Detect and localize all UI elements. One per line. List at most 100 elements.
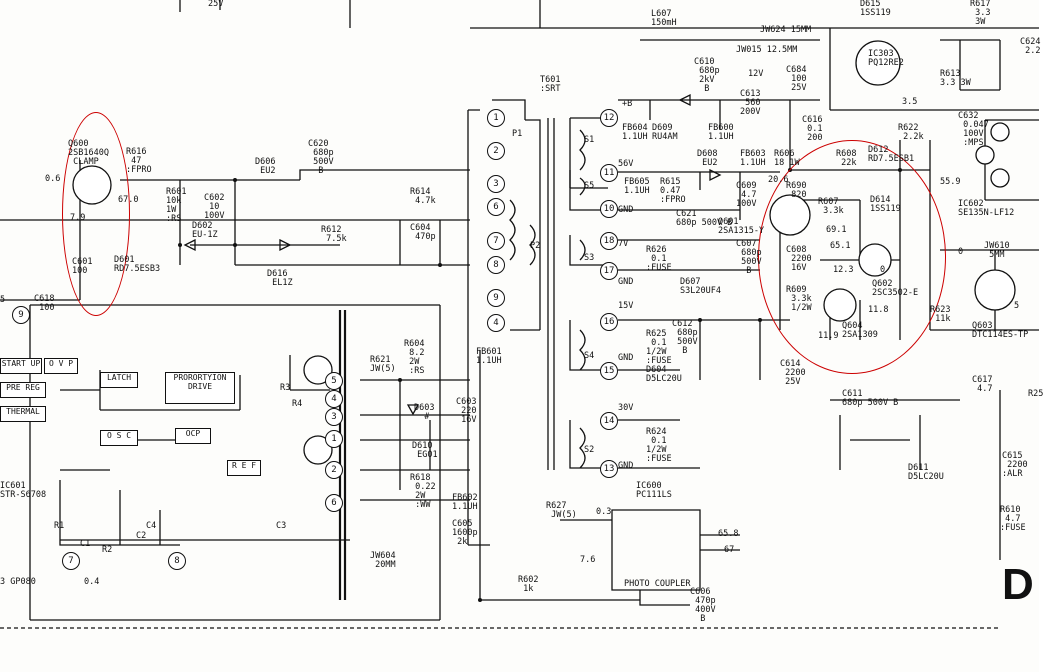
label-gp080: 3 GP080 [0,577,36,587]
label-ic600-v3: 67 [724,545,735,555]
label-gnd-15: GND [618,353,634,363]
label-q603-v: 5 [1014,301,1020,311]
label-t601: T601 :SRT [540,75,561,94]
label-r613: R613 3.3 3W [940,69,971,88]
label-q601-v: 20.6 [768,175,789,185]
latch-block: LATCH [100,372,138,388]
label-d612: D612 RD7.5ESB1 [868,145,915,164]
label-30v: 30V [618,403,634,413]
label-r615: R615 0.47 :FPRO [660,177,686,205]
label-d609: D609 RU4AM [652,123,678,142]
transformer-pin-2: 2 [487,142,505,160]
transformer-pin-8: 8 [487,256,505,274]
label-c609: C609 4.7 100V [736,181,757,209]
label-d601: D601 RD7.5ESB3 [114,255,161,274]
transformer-pin-13: 13 [600,460,618,478]
highlight-ellipse-protection [758,140,946,374]
label-v559: 55.9 [940,177,961,187]
label-r621: R621 JW(5) [370,355,396,374]
label-c624: C624 2.2 [1020,37,1041,56]
label-r1: R1 [54,521,65,531]
label-r602: R602 1k [518,575,539,594]
label-c602: C602 10 100V [204,193,225,221]
label-r627: R627 JW(5) [546,501,577,520]
label-d603: D603 # [414,403,435,422]
proportion-label: PRORORTYION [173,373,227,382]
transformer-pin-3: 3 [487,175,505,193]
label-r612: R612 7.5k [321,225,347,244]
label-p1: P1 [512,129,523,139]
label-c617: C617 4.7 [972,375,993,394]
label-s5: S5 [584,181,595,191]
label-r601: R601 10k 1W :RS [166,187,187,224]
drive-label: DRIVE [187,382,213,391]
ic601-pin-5: 5 [325,372,343,390]
label-q600-v: 0.6 [45,174,61,184]
label-c604: C604 470p [410,223,436,242]
label-ic602: IC602 SE135N-LF12 [958,199,1015,218]
label-c620: C620 680p 500V B [308,139,334,176]
label-c632: C632 0.047 100V :MPS [958,111,989,148]
label-r622: R622 2.2k [898,123,924,142]
label-r4: R4 [292,399,303,409]
transformer-pin-10: 10 [600,200,618,218]
ic601-pin-1: 1 [325,430,343,448]
ic601-pin-7: 7 [62,552,80,570]
label-d614: D614 1SS119 [870,195,901,214]
label-r616-v: 67.0 [118,195,139,205]
label-c610: C610 680p 2kV B [694,57,720,94]
label-d604: D604 D5LC20U [646,365,682,384]
label-ic601-v: 0.4 [84,577,100,587]
highlight-ellipse-clamp [62,112,130,316]
label-fb601: FB601 1.1UH [476,347,502,366]
transformer-pin-15: 15 [600,362,618,380]
label-q603-0: 0 [958,247,964,257]
label-d602: D602 EU-1Z [192,221,218,240]
label-r690: R690 820 [786,181,807,200]
label-r614: R614 4.7k [410,187,436,206]
ic601-pin-9: 9 [12,306,30,324]
label-q602-v4: 0 [880,265,886,275]
label-r25: R25 [1028,389,1043,399]
transformer-pin-1: 1 [487,109,505,127]
label-r608: R608 22k [836,149,857,168]
label-q602-v3: 12.3 [833,265,854,275]
label-ic303: IC303 PQ12RE2 [868,49,904,68]
label-c616: C616 0.1 200 [802,115,823,143]
label-r626: R626 0.1 :FUSE [646,245,672,273]
label-d615: D615 1SS119 [860,0,891,18]
label-s1: S1 [584,135,595,145]
label-c603: C603 220 16V [456,397,477,425]
transformer-pin-14: 14 [600,412,618,430]
transformer-pin-9: 9 [487,289,505,307]
label-ic600-v4: 7.6 [580,555,596,565]
label-jw015: JW015 12.5MM [736,45,798,55]
label-c608: C608 2200 16V [786,245,812,273]
ic601-pin-4: 4 [325,390,343,408]
label-b-plus: +B [622,99,633,109]
label-s3: S3 [584,253,595,263]
ic601-pin-8: 8 [168,552,186,570]
label-fb602: FB602 1.1UH [452,493,478,512]
label-d616: D616 EL1Z [267,269,293,288]
label-photo-coupler: PHOTO COUPLER [624,579,691,589]
label-c2: C2 [136,531,147,541]
label-left-v: 5 [0,295,6,305]
label-r618: R618 0.22 2W :WW [410,473,436,510]
label-d611: D611 D5LC20U [908,463,944,482]
transformer-pin-18: 18 [600,232,618,250]
label-r607: R607 3.3k [818,197,844,216]
label-c612: C612 680p 500V B [672,319,698,356]
label-c621: C621 680p 500V B [676,209,733,228]
label-q600-v2: 7.9 [70,213,86,223]
label-s2: S2 [584,445,595,455]
label-jw610: JW610 5MM [984,241,1010,260]
label-q604-v1: 11.8 [868,305,889,315]
label-ic600: IC600 PC111LS [636,481,672,500]
transformer-pin-4: 4 [487,314,505,332]
label-q602-v2: 65.1 [830,241,851,251]
label-fb604: FB604 1.1UH [622,123,648,142]
transformer-pin-17: 17 [600,262,618,280]
